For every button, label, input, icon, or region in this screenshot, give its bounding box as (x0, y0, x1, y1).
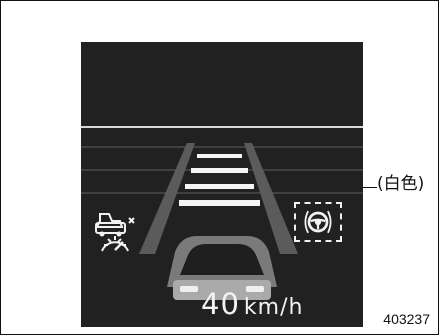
vehicle-gauge-icon (90, 205, 138, 257)
figure-id: 403237 (383, 311, 430, 327)
lane-marker-2 (191, 168, 248, 173)
lane-marker-3 (185, 184, 254, 189)
speed-value: 40 (201, 287, 240, 321)
speed-unit: km/h (244, 295, 304, 320)
lane-marker-4 (179, 200, 260, 206)
ego-car-left-light (180, 286, 198, 292)
steering-wheel-indicator (294, 202, 342, 242)
lane-marker-1 (197, 154, 242, 158)
ego-car-window (180, 244, 264, 275)
steering-wheel-icon (296, 204, 340, 240)
callout-line (362, 187, 377, 188)
callout-label: (白色) (377, 175, 424, 194)
driving-scene (81, 42, 363, 327)
